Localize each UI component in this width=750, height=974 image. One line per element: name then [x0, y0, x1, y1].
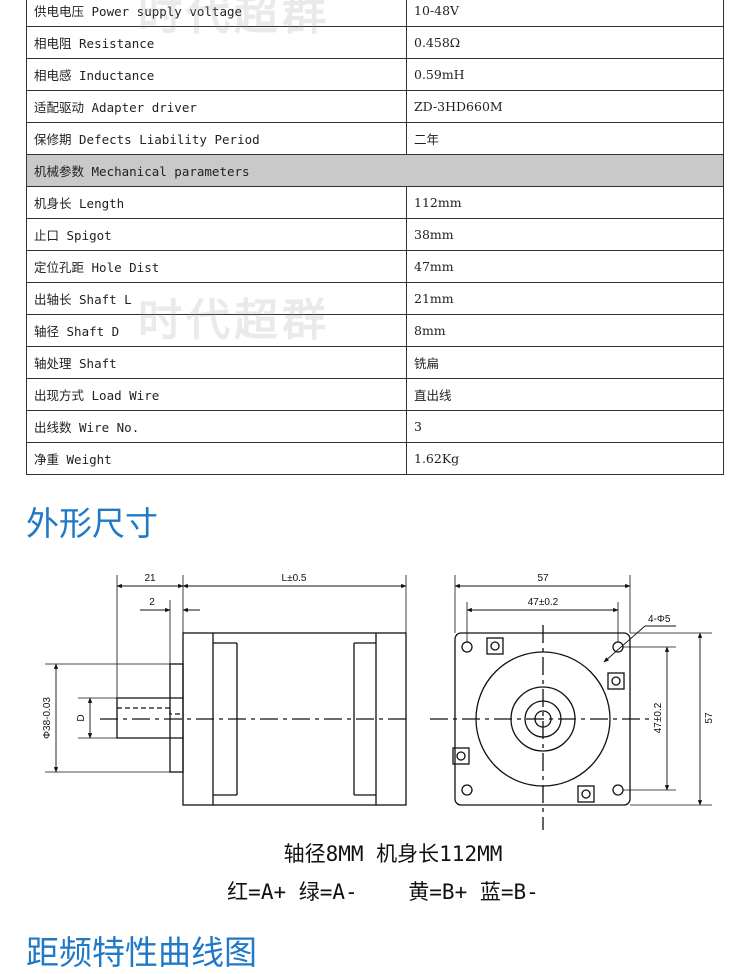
- row-label: 机身长 Length: [26, 186, 407, 219]
- table-row: 相电阻 Resistance 0.458Ω: [26, 26, 724, 59]
- table-row: 止口 Spigot 38mm: [26, 218, 724, 251]
- row-label: 轴处理 Shaft: [26, 346, 407, 379]
- mount-hole: [461, 641, 473, 653]
- dim-spigot-label: Φ38-0.03: [42, 697, 53, 739]
- row-value: 铣扁: [406, 346, 724, 379]
- table-row: 相电感 Inductance 0.59mH: [26, 58, 724, 91]
- dim-57-side-label: 57: [704, 712, 715, 724]
- row-value: 112mm: [406, 186, 724, 219]
- dim-l-label: L±0.5: [282, 573, 307, 584]
- row-value: 1.62Kg: [406, 442, 724, 475]
- dim-21-label: 21: [144, 573, 156, 584]
- dim-d-label: D: [76, 714, 87, 721]
- row-label: 净重 Weight: [26, 442, 407, 475]
- caption-wiring: 红=A+ 绿=A- 黄=B+ 蓝=B-: [8, 876, 750, 906]
- row-value: 21mm: [406, 282, 724, 315]
- table-row: 净重 Weight 1.62Kg: [26, 442, 724, 475]
- mount-hole: [461, 784, 473, 796]
- row-label: 相电感 Inductance: [26, 58, 407, 91]
- mount-hole: [612, 784, 624, 796]
- row-value: 3: [406, 410, 724, 443]
- row-value: 8mm: [406, 314, 724, 347]
- row-label: 适配驱动 Adapter driver: [26, 90, 407, 123]
- row-value: ZD-3HD660M: [406, 90, 724, 123]
- row-label: 轴径 Shaft D: [26, 314, 407, 347]
- table-row: 出线数 Wire No. 3: [26, 410, 724, 443]
- section-title-curve: 距频特性曲线图: [26, 933, 257, 972]
- section-header: 机械参数 Mechanical parameters: [26, 154, 724, 187]
- dim-47-side-label: 47±0.2: [653, 702, 664, 733]
- wire-red-label: 红=A+: [227, 880, 287, 904]
- row-label: 出现方式 Load Wire: [26, 378, 407, 411]
- wire-blue-label: 蓝=B-: [479, 880, 539, 904]
- dim-2-label: 2: [149, 597, 155, 608]
- dim-holes-label: 4-Φ5: [648, 614, 671, 625]
- row-value: 47mm: [406, 250, 724, 283]
- table-row: 机身长 Length 112mm: [26, 186, 724, 219]
- table-row: 轴径 Shaft D 8mm: [26, 314, 724, 347]
- table-row: 轴处理 Shaft 铣扁: [26, 346, 724, 379]
- table-row: 适配驱动 Adapter driver ZD-3HD660M: [26, 90, 724, 123]
- section-header-row: 机械参数 Mechanical parameters: [26, 154, 724, 187]
- table-row: 出轴长 Shaft L 21mm: [26, 282, 724, 315]
- dim-57-top-label: 57: [537, 573, 549, 584]
- row-label: 定位孔距 Hole Dist: [26, 250, 407, 283]
- row-value: 0.458Ω: [406, 26, 724, 59]
- table-row: 定位孔距 Hole Dist 47mm: [26, 250, 724, 283]
- row-label: 出线数 Wire No.: [26, 410, 407, 443]
- row-value: 10-48V: [406, 0, 724, 27]
- row-label: 供电电压 Power supply voltage: [26, 0, 407, 27]
- row-label: 出轴长 Shaft L: [26, 282, 407, 315]
- wire-green-label: 绿=A-: [298, 880, 358, 904]
- row-value: 0.59mH: [406, 58, 724, 91]
- row-label: 相电阻 Resistance: [26, 26, 407, 59]
- shaft: [116, 697, 183, 739]
- row-label: 保修期 Defects Liability Period: [26, 122, 407, 155]
- dimension-drawing: 21 2 L±0.5 57 47±0.2 4-Φ5 Φ38-0.03 D 47±…: [42, 573, 715, 830]
- row-value: 二年: [406, 122, 724, 155]
- row-value: 38mm: [406, 218, 724, 251]
- table-row: 保修期 Defects Liability Period 二年: [26, 122, 724, 155]
- dim-47-top-label: 47±0.2: [528, 597, 559, 608]
- caption-shaft-length: 轴径8MM 机身长112MM: [283, 842, 503, 866]
- row-value: 直出线: [406, 378, 724, 411]
- spec-table: 供电电压 Power supply voltage 10-48V 相电阻 Res…: [26, 0, 724, 475]
- table-row: 供电电压 Power supply voltage 10-48V: [26, 0, 724, 27]
- spigot: [169, 663, 184, 773]
- wire-yellow-label: 黄=B+: [408, 880, 468, 904]
- row-label: 止口 Spigot: [26, 218, 407, 251]
- table-row: 出现方式 Load Wire 直出线: [26, 378, 724, 411]
- section-title-dimensions: 外形尺寸: [26, 504, 158, 543]
